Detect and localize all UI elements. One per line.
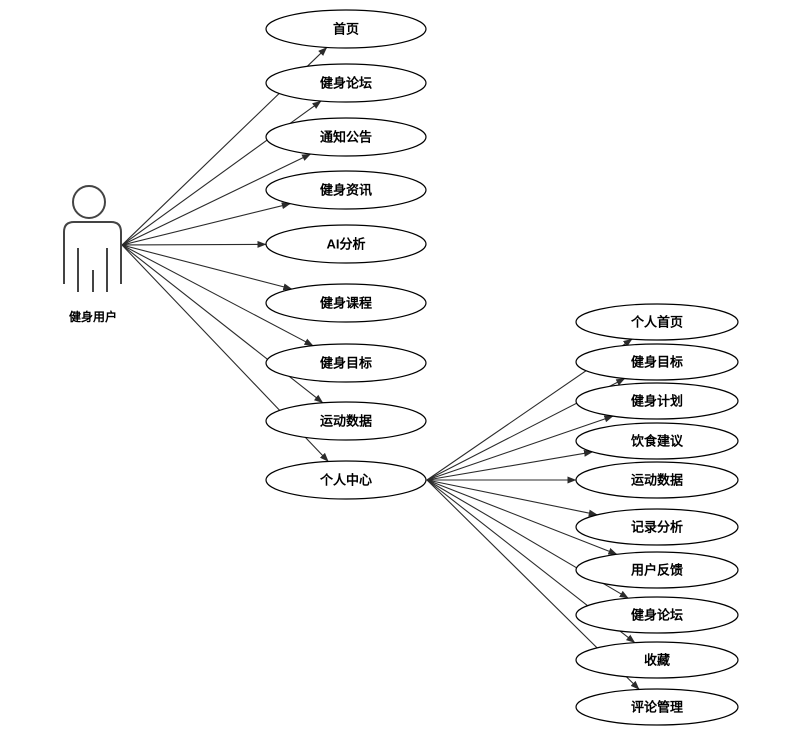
use-case-exercise-data-shape	[265, 401, 427, 441]
association-actor-to-fitness-news	[121, 202, 291, 246]
actor-head-icon	[72, 185, 106, 219]
sub-use-case-user-feedback-shape	[575, 551, 739, 589]
sub-use-case-fitness-forum-sub[interactable]: 健身论坛	[575, 596, 739, 634]
use-case-fitness-forum-shape	[265, 63, 427, 103]
association-actor-to-notice-announcement	[121, 153, 312, 246]
sub-use-case-fitness-plan-label: 健身计划	[631, 393, 683, 408]
fitness-user-actor[interactable]: 健身用户	[63, 185, 122, 324]
sub-use-case-exercise-data-sub-shape	[575, 461, 739, 499]
use-case-exercise-data[interactable]: 运动数据	[265, 401, 427, 441]
sub-use-case-favorites-shape	[575, 641, 739, 679]
use-case-ai-analysis-shape	[265, 224, 427, 264]
use-case-home[interactable]: 首页	[265, 9, 427, 49]
sub-use-case-fitness-forum-sub-shape	[575, 596, 739, 634]
sub-use-case-fitness-goal-sub-shape	[575, 343, 739, 381]
sub-use-case-comment-management[interactable]: 评论管理	[575, 688, 739, 726]
use-case-fitness-course-label: 健身课程	[320, 295, 372, 310]
use-case-fitness-forum-label: 健身论坛	[320, 75, 372, 90]
sub-use-case-fitness-goal-sub-label: 健身目标	[631, 354, 683, 369]
sub-use-case-user-feedback[interactable]: 用户反馈	[575, 551, 739, 589]
use-case-fitness-course-shape	[265, 283, 427, 323]
use-case-personal-center[interactable]: 个人中心	[265, 460, 427, 500]
use-case-fitness-news[interactable]: 健身资讯	[265, 170, 427, 210]
sub-use-case-personal-home-label: 个人首页	[630, 314, 683, 329]
use-case-fitness-goal-shape	[265, 343, 427, 383]
association-actor-to-ai-analysis	[121, 240, 267, 248]
actor-body-icon	[63, 221, 122, 284]
use-case-fitness-news-label: 健身资讯	[320, 182, 372, 197]
sub-use-case-personal-home[interactable]: 个人首页	[575, 303, 739, 341]
association-personal-center-to-diet-advice	[426, 449, 593, 481]
sub-use-case-fitness-goal-sub[interactable]: 健身目标	[575, 343, 739, 381]
association-actor-to-fitness-goal	[121, 244, 314, 347]
use-case-exercise-data-label: 运动数据	[320, 413, 372, 428]
use-case-notice-announcement[interactable]: 通知公告	[265, 117, 427, 157]
use-case-ai-analysis-label: AI分析	[326, 236, 365, 251]
sub-use-case-fitness-forum-sub-label: 健身论坛	[631, 607, 683, 622]
association-personal-center-to-fitness-plan	[426, 415, 614, 481]
use-case-personal-center-shape	[265, 460, 427, 500]
use-case-fitness-forum[interactable]: 健身论坛	[265, 63, 427, 103]
use-case-fitness-news-shape	[265, 170, 427, 210]
sub-use-case-exercise-data-sub-label: 运动数据	[631, 472, 683, 487]
sub-use-case-comment-management-label: 评论管理	[631, 699, 683, 714]
sub-use-case-fitness-plan[interactable]: 健身计划	[575, 382, 739, 420]
personal-center-association-lines	[426, 338, 640, 690]
use-case-notice-announcement-shape	[265, 117, 427, 157]
sub-use-case-fitness-plan-shape	[575, 382, 739, 420]
use-case-home-label: 首页	[333, 21, 359, 36]
association-actor-to-exercise-data	[121, 244, 324, 404]
sub-use-case-diet-advice[interactable]: 饮食建议	[575, 422, 739, 460]
association-personal-center-to-record-analysis	[426, 479, 598, 517]
actor-label: 健身用户	[69, 309, 117, 324]
use-case-personal-center-label: 个人中心	[319, 472, 372, 487]
use-case-ai-analysis[interactable]: AI分析	[265, 224, 427, 264]
sub-use-case-favorites-label: 收藏	[644, 652, 670, 667]
sub-use-case-diet-advice-shape	[575, 422, 739, 460]
use-case-fitness-goal[interactable]: 健身目标	[265, 343, 427, 383]
sub-use-case-record-analysis-shape	[575, 508, 739, 546]
sub-use-case-record-analysis[interactable]: 记录分析	[575, 508, 739, 546]
use-case-fitness-course[interactable]: 健身课程	[265, 283, 427, 323]
use-case-home-shape	[265, 9, 427, 49]
sub-use-case-diet-advice-label: 饮食建议	[630, 433, 684, 448]
association-actor-to-fitness-course	[121, 244, 293, 291]
association-personal-center-to-user-feedback	[426, 479, 618, 555]
use-case-notice-announcement-label: 通知公告	[320, 129, 372, 144]
sub-use-case-personal-home-shape	[575, 303, 739, 341]
sub-use-case-record-analysis-label: 记录分析	[631, 519, 683, 534]
sub-use-case-comment-management-shape	[575, 688, 739, 726]
sub-use-case-exercise-data-sub[interactable]: 运动数据	[575, 461, 739, 499]
use-case-fitness-goal-label: 健身目标	[320, 355, 372, 370]
sub-use-case-user-feedback-label: 用户反馈	[630, 562, 683, 577]
sub-use-case-favorites[interactable]: 收藏	[575, 641, 739, 679]
